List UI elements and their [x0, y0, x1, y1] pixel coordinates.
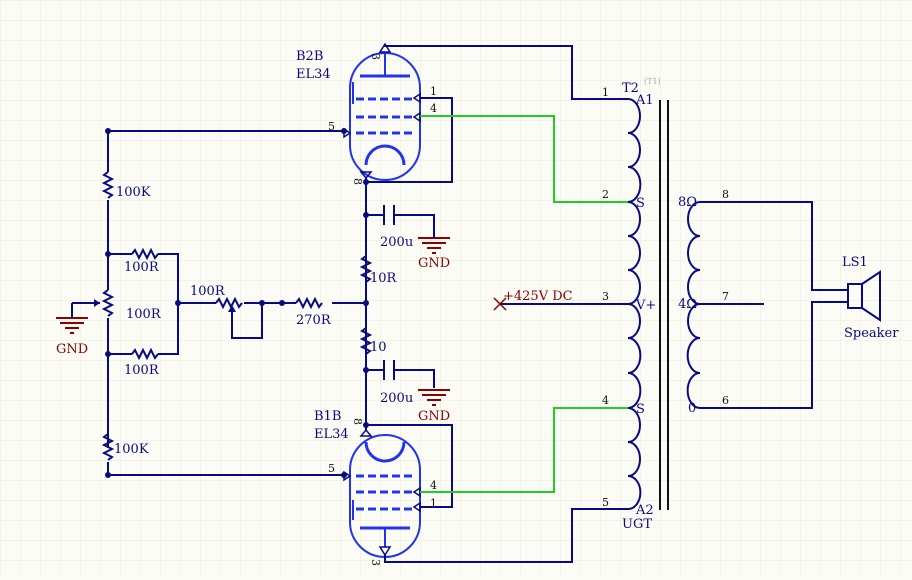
primary-coil-upper-mid	[627, 201, 641, 305]
primary-coil-upper	[627, 98, 642, 203]
resistor-trim-value: 100R	[190, 284, 226, 299]
tube-b1b-designator: B1B	[314, 409, 341, 424]
secondary-pin-8: 8	[722, 188, 729, 201]
resistor-bal-top-value: 100R	[124, 260, 160, 275]
resistor-symbols	[94, 171, 395, 461]
transformer-t2[interactable]	[627, 98, 701, 510]
tube-b1b-pin-cathode: 8	[351, 418, 364, 425]
resistor-bal-bot-value: 100R	[124, 363, 160, 378]
secondary-coil-upper	[687, 201, 701, 305]
resistor-cath-bot-value: 10	[370, 340, 387, 355]
speaker-label: Speaker	[844, 326, 899, 341]
primary-tap-a1: A1	[635, 93, 654, 108]
tube-b1b-pin-g1: 1	[430, 497, 437, 510]
gnd-top-label: GND	[418, 256, 450, 271]
power-label: +425V DC	[503, 289, 573, 304]
wires	[72, 44, 848, 563]
secondary-tap-8ohm: 8Ω	[678, 195, 697, 210]
tube-b1b-pin-screen: 4	[430, 479, 437, 492]
resistor-r-bot-value: 100K	[114, 442, 149, 457]
tube-b2b-designator: B2B	[296, 49, 323, 64]
secondary-pin-7: 7	[722, 290, 729, 303]
primary-pin-5: 5	[602, 496, 609, 509]
tube-b1b-pin-grid: 5	[328, 462, 335, 475]
tube-b2b-pin-cathode: 8	[351, 178, 364, 185]
resistor-r-top-value: 100K	[116, 185, 151, 200]
secondary-pin-6: 6	[722, 394, 729, 407]
speaker-magnet	[847, 283, 863, 309]
speaker-cone-icon	[861, 270, 881, 322]
primary-tap-s-top: S	[636, 196, 645, 211]
tube-b2b-pin-g1: 1	[430, 85, 437, 98]
primary-tap-a2: A2	[635, 503, 654, 518]
screen-wires	[420, 115, 628, 493]
tube-b1b-cathode	[364, 441, 406, 463]
cap-bot-value: 200u	[380, 391, 413, 406]
junction-dots	[105, 128, 369, 478]
tube-b2b-type: EL34	[296, 67, 331, 82]
primary-tap-vplus: V+	[635, 298, 656, 313]
tube-b1b-pin-plate: 3	[369, 559, 382, 566]
primary-tap-s-bot: S	[636, 402, 645, 417]
tube-b1b-envelope	[349, 434, 421, 558]
primary-coil-lower	[627, 407, 642, 510]
secondary-tap-4ohm: 4Ω	[678, 297, 697, 312]
resistor-series-value: 270R	[296, 313, 332, 328]
primary-pin-3: 3	[602, 290, 609, 303]
cap-top-value: 200u	[380, 235, 413, 250]
resistor-bal-mid-value: 100R	[126, 307, 162, 322]
resistor-cath-top-value: 10R	[370, 271, 398, 286]
primary-pin-1: 1	[602, 86, 609, 99]
tube-b1b-type: EL34	[314, 427, 349, 442]
gnd-bot-label: GND	[418, 409, 450, 424]
primary-pin-4: 4	[602, 394, 609, 407]
speaker-designator: LS1	[842, 255, 868, 270]
tube-b2b-pin-screen: 4	[430, 102, 437, 115]
tube-b2b-pin-plate: 3	[369, 53, 382, 60]
transformer-designator: T2	[622, 81, 639, 96]
tube-b2b-pin-grid: 5	[328, 120, 335, 133]
secondary-coil-lower	[686, 303, 701, 409]
speaker-ls1[interactable]	[847, 270, 881, 322]
ground-symbols	[56, 232, 450, 406]
tube-b2b[interactable]	[343, 42, 421, 181]
transformer-ref-hint: (T1)	[644, 77, 661, 86]
primary-pin-2: 2	[602, 188, 609, 201]
transformer-type: UGT	[622, 517, 652, 532]
tube-b2b-cathode	[364, 144, 406, 166]
gnd-left-label: GND	[56, 342, 88, 357]
power-port-marker	[493, 297, 507, 311]
primary-coil-lower-mid	[627, 303, 642, 409]
secondary-tap-0: 0	[688, 401, 696, 416]
